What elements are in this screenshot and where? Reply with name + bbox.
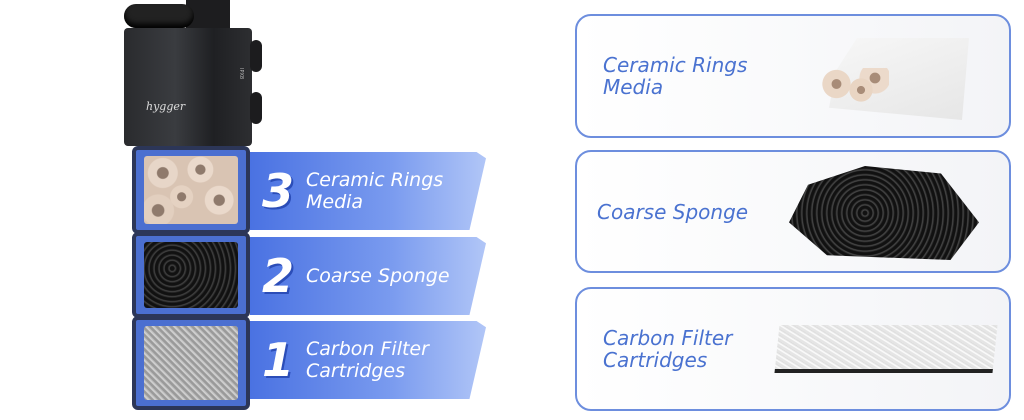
- layer-text-line: Coarse Sponge: [306, 265, 450, 287]
- water-outlet: [124, 4, 194, 28]
- card-text-line: Coarse Sponge: [597, 199, 749, 224]
- layer-number: 2: [261, 249, 294, 303]
- layer-text-line: Ceramic Rings: [306, 169, 444, 191]
- ceramic-rings-image: [819, 68, 889, 108]
- ceramic-rings-media: [144, 156, 238, 224]
- suction-cup: [250, 40, 262, 72]
- card-coarse-sponge: Coarse Sponge: [575, 150, 1011, 273]
- card-text-line: Media: [603, 75, 664, 99]
- layer-text-line: Carbon Filter: [306, 338, 429, 360]
- spec-label: IPX8: [238, 68, 244, 80]
- carbon-filter-media: [144, 326, 238, 400]
- coarse-sponge-media: [144, 242, 238, 308]
- layer-label-2: 2 Coarse Sponge: [250, 237, 486, 315]
- suction-cup: [250, 92, 262, 124]
- layer-number: 3: [261, 164, 294, 218]
- coarse-sponge-image: [789, 166, 979, 260]
- pump-head: hygger IPX8: [124, 28, 252, 146]
- layer-number: 1: [261, 333, 294, 387]
- layer-text-line: Cartridges: [306, 360, 405, 382]
- card-text-line: Cartridges: [603, 348, 708, 372]
- layer-text-line: Media: [306, 191, 364, 213]
- carbon-filter-cartridge-image: [774, 325, 998, 373]
- filter-pump-image: hygger IPX8: [124, 0, 262, 412]
- card-text: Coarse Sponge: [577, 201, 777, 223]
- layer-text: Coarse Sponge: [306, 265, 450, 287]
- card-text-line: Carbon Filter: [603, 326, 733, 350]
- chamber-ceramic-rings: [132, 146, 250, 234]
- chamber-coarse-sponge: [132, 232, 250, 318]
- chamber-carbon-filter: [132, 316, 250, 410]
- card-text-line: Ceramic Rings: [603, 53, 748, 77]
- brand-logo: hygger: [146, 100, 186, 113]
